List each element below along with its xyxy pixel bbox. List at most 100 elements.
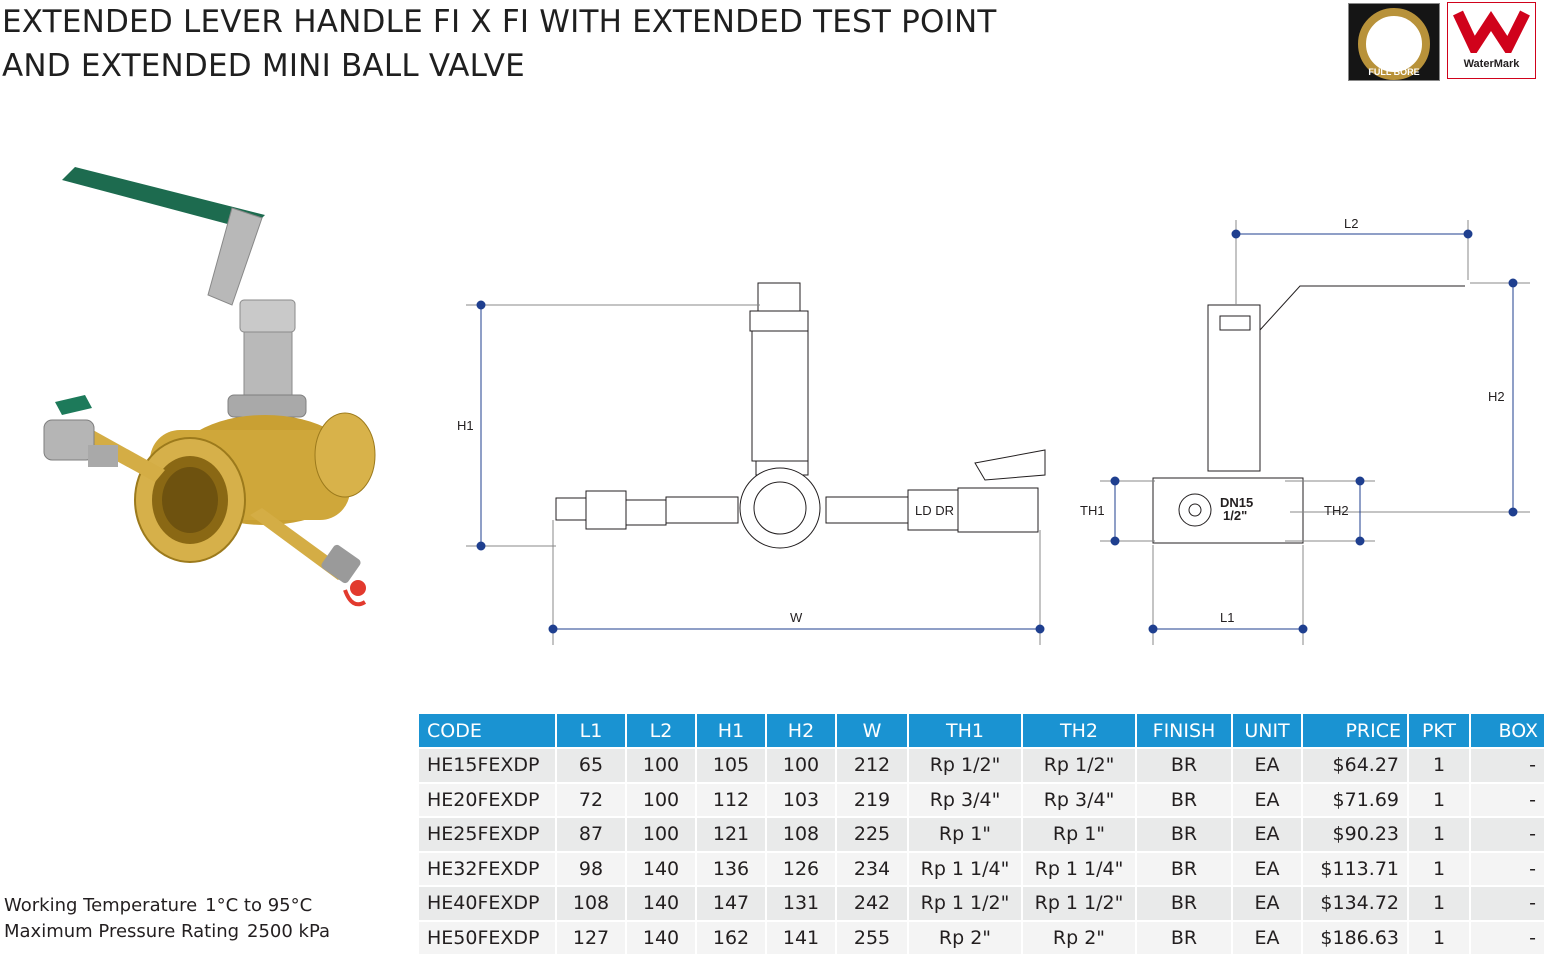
- cell-price: $134.72: [1303, 885, 1409, 920]
- valve-mark-dn15: DN15: [1220, 495, 1253, 510]
- label-h2: H2: [1488, 389, 1505, 404]
- col-finish: FINISH: [1137, 714, 1233, 747]
- cell-h2: 126: [767, 850, 837, 885]
- dimension-drawing: LD DR DN15 1/2": [457, 216, 1530, 645]
- col-box: BOX: [1471, 714, 1544, 747]
- title-line-1: EXTENDED LEVER HANDLE FI X FI WITH EXTEN…: [2, 4, 997, 40]
- cell-h2: 108: [767, 816, 837, 851]
- cell-h1: 105: [697, 747, 767, 782]
- cell-h1: 147: [697, 885, 767, 920]
- cell-w: 225: [837, 816, 909, 851]
- cell-finish: BR: [1137, 816, 1233, 851]
- cell-h2: 100: [767, 747, 837, 782]
- cell-code: HE40FEXDP: [419, 885, 557, 920]
- cell-box: -: [1471, 747, 1544, 782]
- cell-th1: Rp 1 1/4": [909, 850, 1023, 885]
- cell-h2: 103: [767, 781, 837, 816]
- cell-finish: BR: [1137, 885, 1233, 920]
- cell-unit: EA: [1233, 747, 1303, 782]
- cell-th2: Rp 3/4": [1023, 781, 1137, 816]
- cell-finish: BR: [1137, 781, 1233, 816]
- cell-h1: 136: [697, 850, 767, 885]
- cell-pkt: 1: [1409, 885, 1471, 920]
- valve-mark-ld-dr: LD DR: [915, 503, 954, 518]
- col-unit: UNIT: [1233, 714, 1303, 747]
- cell-box: -: [1471, 850, 1544, 885]
- col-code: CODE: [419, 714, 557, 747]
- label-l2: L2: [1344, 216, 1358, 231]
- col-th1: TH1: [909, 714, 1023, 747]
- cell-pkt: 1: [1409, 747, 1471, 782]
- watermark-badge: WaterMark: [1447, 2, 1536, 79]
- cell-pkt: 1: [1409, 919, 1471, 954]
- cell-l1: 72: [557, 781, 627, 816]
- product-spec-table: CODE L1 L2 H1 H2 W TH1 TH2 FINISH UNIT P…: [419, 714, 1544, 954]
- working-temperature-value: 1°C to 95°C: [205, 895, 313, 916]
- cell-box: -: [1471, 816, 1544, 851]
- table-row: HE40FEXDP 108 140 147 131 242 Rp 1 1/2" …: [419, 885, 1544, 920]
- col-price: PRICE: [1303, 714, 1409, 747]
- cell-th1: Rp 1 1/2": [909, 885, 1023, 920]
- cell-th2: Rp 1 1/4": [1023, 850, 1137, 885]
- cell-code: HE25FEXDP: [419, 816, 557, 851]
- table-row: HE50FEXDP 127 140 162 141 255 Rp 2" Rp 2…: [419, 919, 1544, 954]
- cell-box: -: [1471, 781, 1544, 816]
- cell-w: 234: [837, 850, 909, 885]
- cell-th2: Rp 1": [1023, 816, 1137, 851]
- cell-l1: 87: [557, 816, 627, 851]
- valve-mark-size: 1/2": [1223, 508, 1247, 523]
- product-photo: [43, 167, 376, 607]
- cell-price: $64.27: [1303, 747, 1409, 782]
- cell-unit: EA: [1233, 885, 1303, 920]
- cell-box: -: [1471, 885, 1544, 920]
- working-temperature-label: Working Temperature: [4, 895, 198, 916]
- cell-h2: 131: [767, 885, 837, 920]
- cell-code: HE20FEXDP: [419, 781, 557, 816]
- table-row: HE32FEXDP 98 140 136 126 234 Rp 1 1/4" R…: [419, 850, 1544, 885]
- cell-l1: 65: [557, 747, 627, 782]
- cell-l1: 127: [557, 919, 627, 954]
- cell-h2: 141: [767, 919, 837, 954]
- cell-w: 212: [837, 747, 909, 782]
- title-line-2: AND EXTENDED MINI BALL VALVE: [2, 48, 525, 84]
- cell-l2: 140: [627, 919, 697, 954]
- label-l1: L1: [1220, 610, 1234, 625]
- cell-pkt: 1: [1409, 781, 1471, 816]
- cell-th1: Rp 3/4": [909, 781, 1023, 816]
- watermark-label: WaterMark: [1463, 58, 1520, 70]
- page-title: EXTENDED LEVER HANDLE FI X FI WITH EXTEN…: [2, 0, 1002, 88]
- cell-finish: BR: [1137, 747, 1233, 782]
- cell-th2: Rp 1 1/2": [1023, 885, 1137, 920]
- cell-l2: 100: [627, 781, 697, 816]
- mini-valve-handle-icon: [55, 395, 92, 415]
- max-pressure: Maximum Pressure Rating 2500 kPa: [4, 919, 330, 945]
- cell-code: HE32FEXDP: [419, 850, 557, 885]
- lever-handle-icon: [62, 167, 265, 230]
- cell-finish: BR: [1137, 919, 1233, 954]
- cell-code: HE50FEXDP: [419, 919, 557, 954]
- max-pressure-label: Maximum Pressure Rating: [4, 921, 240, 942]
- cell-w: 242: [837, 885, 909, 920]
- working-temperature: Working Temperature 1°C to 95°C: [4, 893, 330, 919]
- label-th2: TH2: [1324, 503, 1349, 518]
- col-h1: H1: [697, 714, 767, 747]
- cell-price: $71.69: [1303, 781, 1409, 816]
- cell-price: $186.63: [1303, 919, 1409, 954]
- cell-finish: BR: [1137, 850, 1233, 885]
- col-w: W: [837, 714, 909, 747]
- cell-l1: 108: [557, 885, 627, 920]
- cell-th1: Rp 1": [909, 816, 1023, 851]
- cell-th1: Rp 2": [909, 919, 1023, 954]
- cell-l2: 140: [627, 850, 697, 885]
- cell-l2: 140: [627, 885, 697, 920]
- table-row: HE20FEXDP 72 100 112 103 219 Rp 3/4" Rp …: [419, 781, 1544, 816]
- full-bore-badge: FULL BORE: [1348, 3, 1440, 81]
- max-pressure-value: 2500 kPa: [247, 921, 331, 942]
- label-h1: H1: [457, 418, 474, 433]
- cell-th2: Rp 2": [1023, 919, 1137, 954]
- cell-w: 219: [837, 781, 909, 816]
- cell-pkt: 1: [1409, 816, 1471, 851]
- col-th2: TH2: [1023, 714, 1137, 747]
- cell-h1: 162: [697, 919, 767, 954]
- cell-code: HE15FEXDP: [419, 747, 557, 782]
